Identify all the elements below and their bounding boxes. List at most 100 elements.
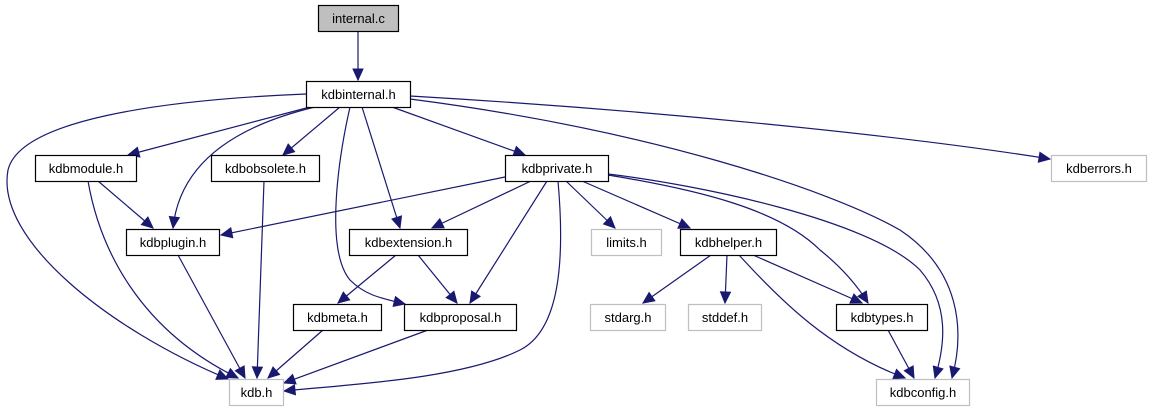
edge-line <box>97 180 154 229</box>
edge-line <box>127 106 311 156</box>
node-box <box>317 4 400 33</box>
arrowhead-icon <box>352 68 364 82</box>
node-kdbproposal-h[interactable]: kdbproposal.h <box>403 303 518 332</box>
node-box <box>504 154 610 183</box>
edge-kdbprivate-h-to-kdb-h <box>282 180 562 396</box>
edge-line <box>282 106 341 156</box>
node-box <box>403 303 518 332</box>
node-kdbmeta-h[interactable]: kdbmeta.h <box>292 303 383 332</box>
edge-kdbplugin-h-to-kdb-h <box>177 254 246 380</box>
edge-kdbmodule-h-to-kdbplugin-h <box>97 180 154 229</box>
node-box <box>875 378 971 407</box>
edge-kdbprivate-h-to-kdbtypes-h <box>607 174 869 305</box>
edge-kdbextension-h-to-kdbmeta-h <box>337 254 397 304</box>
nodes-layer: internal.c kdbinternal.h kdbmodule.h kdbobs… <box>34 4 1148 407</box>
edge-line <box>267 329 324 379</box>
edge-kdbinternal-h-to-kdbmodule-h <box>126 106 311 158</box>
node-box <box>292 303 383 332</box>
node-box <box>34 154 138 183</box>
node-label: kdbprivate.h <box>522 161 593 176</box>
node-kdbtypes-h[interactable]: kdbtypes.h <box>835 303 929 332</box>
node-box <box>687 303 763 332</box>
edge-line <box>177 254 246 379</box>
edge-kdbinternal-h-to-kdbextension-h <box>361 106 403 230</box>
node-kdbextension-h[interactable]: kdbextension.h <box>348 228 469 257</box>
node-box <box>1050 154 1148 183</box>
arrowhead-icon <box>677 218 692 229</box>
arrowhead-icon <box>215 369 230 380</box>
arrowhead-icon <box>949 365 961 380</box>
edge-line <box>87 180 239 379</box>
node-label: limits.h <box>606 235 646 250</box>
node-label: kdb.h <box>241 385 273 400</box>
edge-kdbextension-h-to-kdbproposal-h <box>417 254 458 304</box>
edge-kdbprivate-h-to-limits-h <box>565 180 616 229</box>
arrowhead-icon <box>282 373 297 385</box>
arrowhead-icon <box>168 215 181 230</box>
node-internal-c[interactable]: internal.c <box>317 4 400 33</box>
edge-line <box>469 180 548 304</box>
arrowhead-icon <box>445 290 458 304</box>
edge-line <box>431 180 532 229</box>
edge-line <box>256 180 265 379</box>
arrowhead-icon <box>219 227 234 239</box>
edge-kdbprivate-h-to-kdbhelper-h <box>581 180 692 229</box>
arrowhead-icon <box>512 145 527 157</box>
edge-line <box>607 174 869 304</box>
edge-kdbinternal-h-to-kdbplugin-h <box>168 106 316 230</box>
node-kdbinternal-h[interactable]: kdbinternal.h <box>305 80 412 109</box>
edge-line <box>361 106 401 229</box>
edge-line <box>391 106 526 156</box>
arrowhead-icon <box>856 290 869 305</box>
arrowhead-icon <box>282 384 297 396</box>
edge-line <box>337 254 397 304</box>
edge-line <box>752 254 863 304</box>
edge-internal-c-to-kdbinternal-h <box>352 31 364 82</box>
edge-kdbobsolete-h-to-kdb-h <box>251 180 265 380</box>
edge-line <box>738 254 906 379</box>
node-box <box>835 303 929 332</box>
node-box <box>590 228 663 257</box>
node-box <box>679 228 778 257</box>
arrowhead-icon <box>903 365 915 380</box>
node-label: stddef.h <box>702 310 748 325</box>
edge-kdbinternal-h-to-kdbconfig-h <box>409 98 961 380</box>
arrowhead-icon <box>642 291 656 304</box>
edge-kdbhelper-h-to-kdbtypes-h <box>752 254 864 304</box>
node-label: internal.c <box>332 11 385 26</box>
node-label: kdberrors.h <box>1066 161 1132 176</box>
arrowhead-icon <box>719 291 732 305</box>
node-label: kdbmodule.h <box>49 161 123 176</box>
node-box <box>228 378 285 407</box>
node-kdbhelper-h[interactable]: kdbhelper.h <box>679 228 778 257</box>
edge-line <box>581 180 691 229</box>
edge-kdbhelper-h-to-stddef-h <box>719 254 732 305</box>
node-kdbobsolete-h[interactable]: kdbobsolete.h <box>210 154 321 183</box>
node-label: kdbmeta.h <box>307 310 368 325</box>
edge-kdbinternal-h-to-kdbprivate-h <box>391 106 527 157</box>
arrowhead-icon <box>892 368 907 380</box>
node-kdbprivate-h[interactable]: kdbprivate.h <box>504 154 610 183</box>
node-box <box>348 228 469 257</box>
edge-kdbinternal-h-to-kdberrors-h <box>409 95 1052 163</box>
node-kdbplugin-h[interactable]: kdbplugin.h <box>125 228 221 257</box>
arrowhead-icon <box>251 366 264 380</box>
arrowhead-icon <box>140 216 154 229</box>
node-stddef-h: stddef.h <box>687 303 763 332</box>
node-label: kdbplugin.h <box>140 235 207 250</box>
edge-kdbproposal-h-to-kdb-h <box>282 329 429 385</box>
edge-line <box>283 329 429 384</box>
node-kdbmodule-h[interactable]: kdbmodule.h <box>34 154 138 183</box>
arrowhead-icon <box>932 365 944 380</box>
edge-kdbtypes-h-to-kdbconfig-h <box>887 329 915 380</box>
arrowhead-icon <box>391 215 403 230</box>
edge-kdbprivate-h-to-kdbplugin-h <box>219 176 506 239</box>
edge-kdbmodule-h-to-kdb-h <box>87 180 240 379</box>
edge-line <box>409 98 959 379</box>
edge-line <box>220 176 506 236</box>
arrowhead-icon <box>430 217 445 229</box>
edge-line <box>409 95 1051 160</box>
edge-kdbhelper-h-to-stdarg-h <box>642 254 712 304</box>
node-kdberrors-h: kdberrors.h <box>1050 154 1148 183</box>
